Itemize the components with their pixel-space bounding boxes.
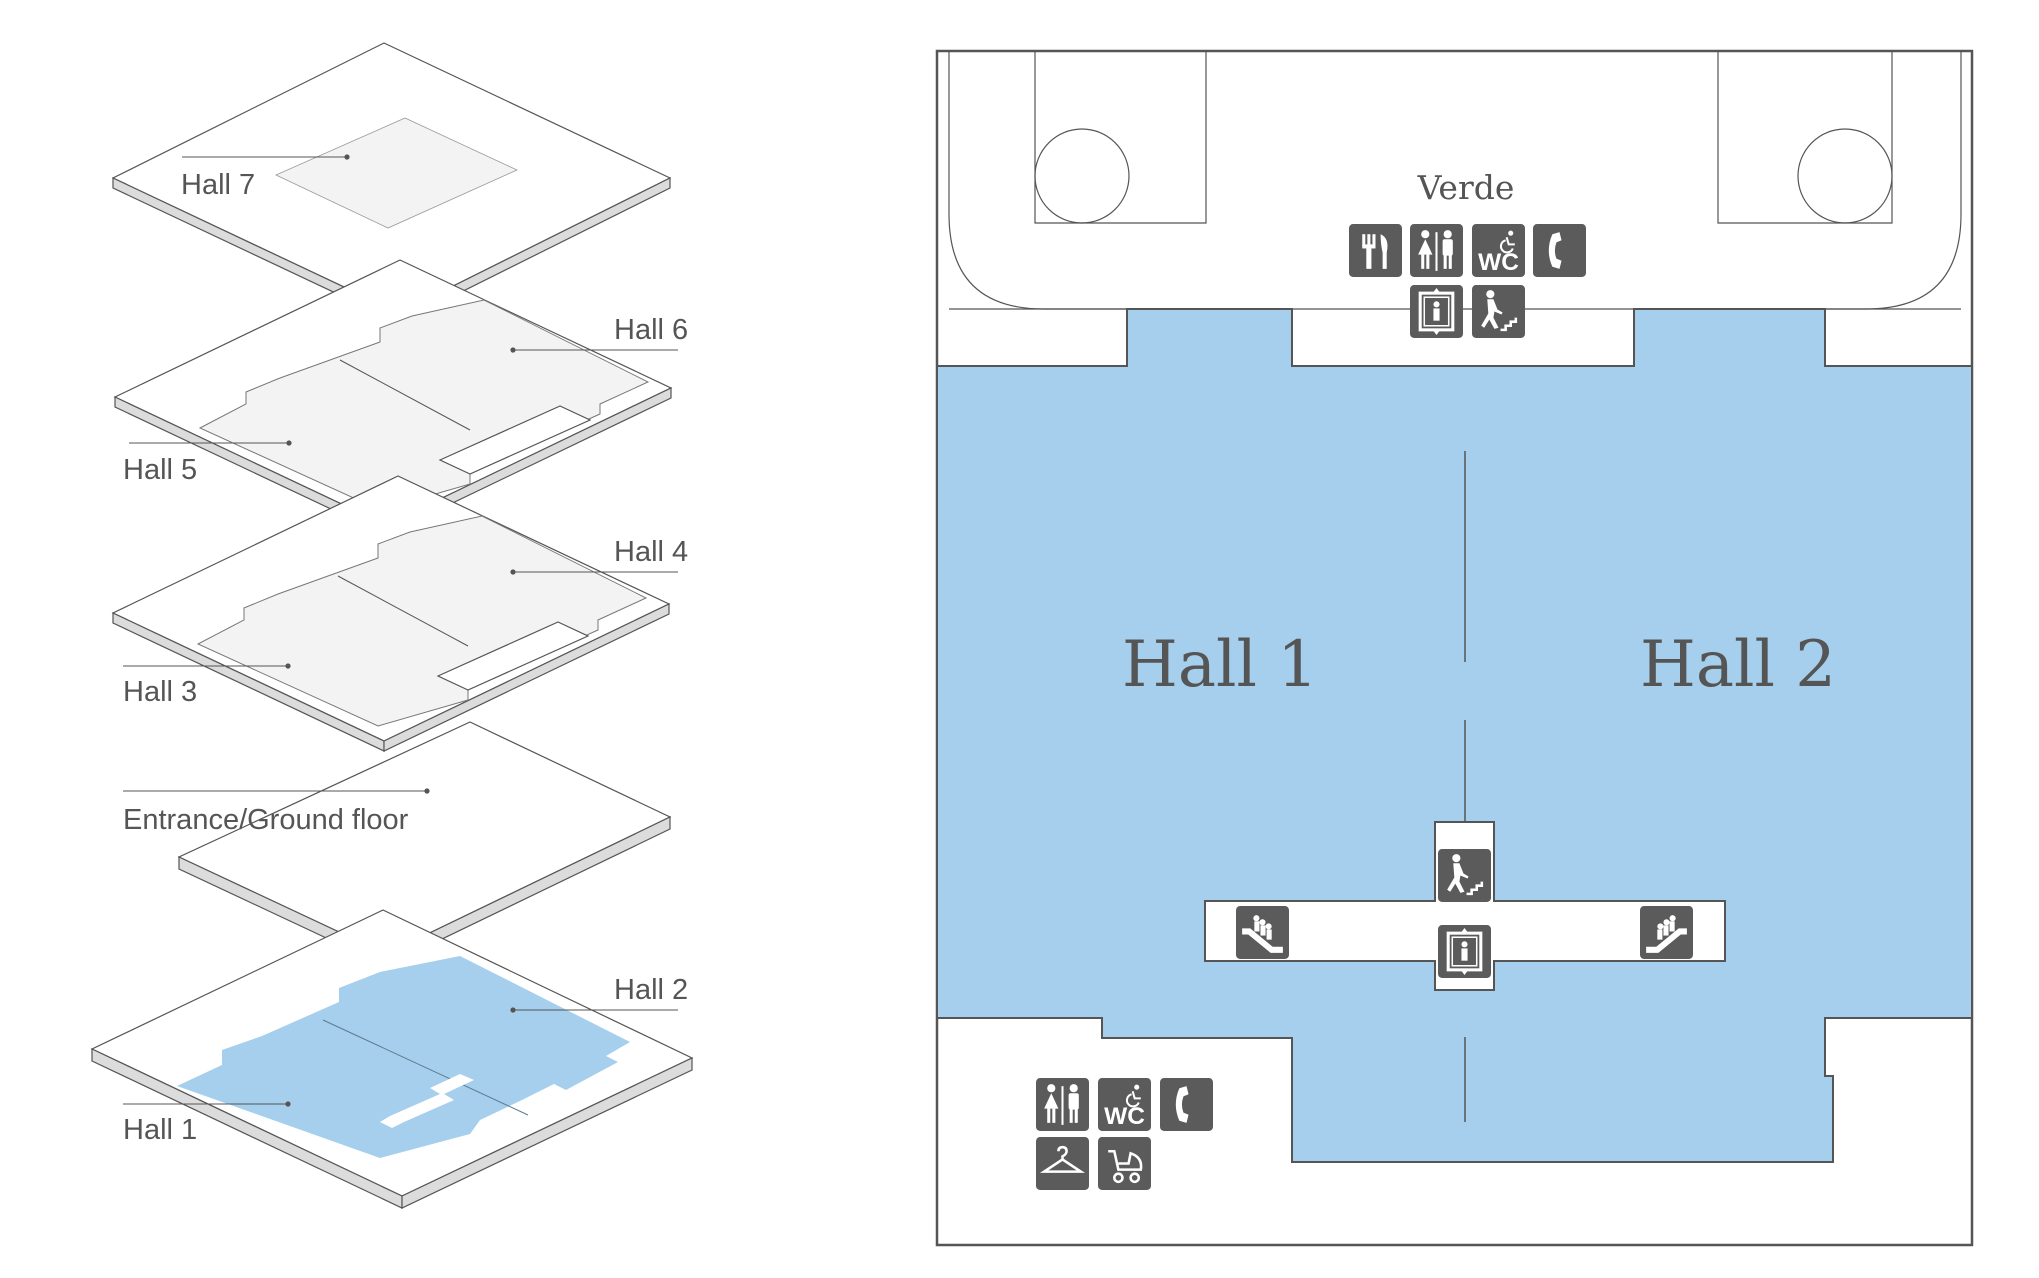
label-hall-2: Hall 2 xyxy=(614,974,688,1006)
level-hall1-2[interactable]: Hall 2 Hall 1 xyxy=(90,909,694,1209)
hall-1-label: Hall 1 xyxy=(1122,628,1318,702)
level-hall5-6[interactable]: Hall 6 Hall 5 xyxy=(113,259,688,536)
label-entrance-ground-floor: Entrance/Ground floor xyxy=(123,804,409,836)
accessible-wc-icon[interactable] xyxy=(1098,1078,1151,1131)
circulation-core[interactable] xyxy=(1204,821,1726,991)
label-hall-1: Hall 1 xyxy=(123,1114,197,1146)
restroom-icon[interactable] xyxy=(1410,224,1463,277)
label-hall-3: Hall 3 xyxy=(123,676,197,708)
restaurant-icon[interactable] xyxy=(1349,224,1402,277)
verde-label: Verde xyxy=(1417,168,1515,207)
exploded-view: Hall 7 Hall 6 Hall 5 xyxy=(90,42,694,1209)
label-hall-4: Hall 4 xyxy=(614,536,688,568)
accessible-wc-icon[interactable] xyxy=(1472,224,1525,277)
level-ground-floor[interactable]: Entrance/Ground floor xyxy=(123,721,672,967)
stairs-icon[interactable] xyxy=(1472,285,1525,338)
level-hall7[interactable]: Hall 7 xyxy=(111,42,672,324)
elevator-icon[interactable] xyxy=(1438,925,1491,978)
escalator-left-icon[interactable] xyxy=(1236,906,1289,959)
stroller-icon[interactable] xyxy=(1098,1137,1151,1190)
elevator-icon[interactable] xyxy=(1410,285,1463,338)
phone-icon[interactable] xyxy=(1533,224,1586,277)
hall-2-label: Hall 2 xyxy=(1640,628,1836,702)
level-hall3-4[interactable]: Hall 4 Hall 3 xyxy=(111,475,688,752)
label-hall-7: Hall 7 xyxy=(181,169,255,201)
escalator-right-icon[interactable] xyxy=(1640,906,1693,959)
cloakroom-icon[interactable] xyxy=(1036,1137,1089,1190)
stairs-icon[interactable] xyxy=(1438,849,1491,902)
label-hall-6: Hall 6 xyxy=(614,314,688,346)
label-hall-5: Hall 5 xyxy=(123,454,197,486)
restroom-icon[interactable] xyxy=(1036,1078,1089,1131)
phone-icon[interactable] xyxy=(1160,1078,1213,1131)
floor-plan: Verde Hall 1 Hall 2 xyxy=(935,49,1974,1247)
